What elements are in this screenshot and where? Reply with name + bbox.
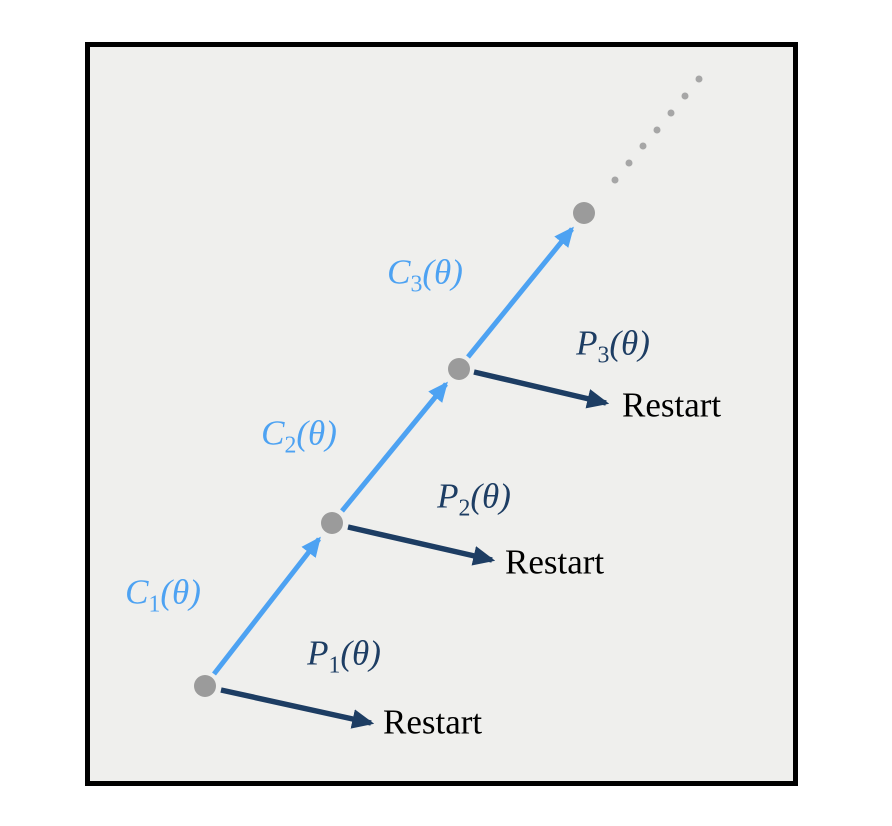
restart-text-2: Restart [505,542,605,582]
chain-label-1-subscript: 1 [148,591,161,618]
proposal-label-1-symbol: P [307,633,329,673]
chain-label-1-arg: (θ) [160,572,201,612]
proposal-label-2: P2(θ) [437,479,511,522]
chain-label-2-symbol: C [261,413,285,453]
restart-text-1: Restart [383,702,483,742]
restart-text-3: Restart [622,385,722,425]
chain-label-1-symbol: C [125,572,149,612]
proposal-label-2-arg: (θ) [470,476,511,516]
proposal-label-1: P1(θ) [307,636,381,679]
chain-label-3: C3(θ) [387,255,463,298]
chain-label-1: C1(θ) [125,575,201,618]
chain-label-3-arg: (θ) [422,252,463,292]
diagram-frame [85,42,798,786]
trail-dot [639,142,647,150]
node-3 [448,358,470,380]
chain-label-2: C2(θ) [261,416,337,459]
proposal-label-1-subscript: 1 [328,652,341,679]
trail-dot [695,75,703,83]
node-4 [573,202,595,224]
trail-dot [611,176,619,184]
chain-arrow-3 [466,226,574,359]
proposal-label-2-symbol: P [437,476,459,516]
chain-label-2-subscript: 2 [284,432,297,459]
trail-dot [681,92,689,100]
chain-label-3-subscript: 3 [410,271,423,298]
restart-arrow-2 [347,524,496,566]
node-1 [194,675,216,697]
proposal-label-3-symbol: P [576,323,598,363]
node-2 [321,512,343,534]
trail-dot [667,109,675,117]
proposal-label-1-arg: (θ) [340,633,381,673]
proposal-label-3-arg: (θ) [609,323,650,363]
trail-dot [653,126,661,134]
restart-arrow-3 [473,369,610,409]
proposal-label-3-subscript: 3 [597,342,610,369]
trail-dot [625,159,633,167]
proposal-label-2-subscript: 2 [458,495,471,522]
chain-label-2-arg: (θ) [296,413,337,453]
restart-arrow-1 [220,687,375,729]
proposal-label-3: P3(θ) [576,326,650,369]
chain-label-3-symbol: C [387,252,411,292]
chain-arrow-1 [212,536,321,676]
chain-arrow-2 [340,381,448,513]
